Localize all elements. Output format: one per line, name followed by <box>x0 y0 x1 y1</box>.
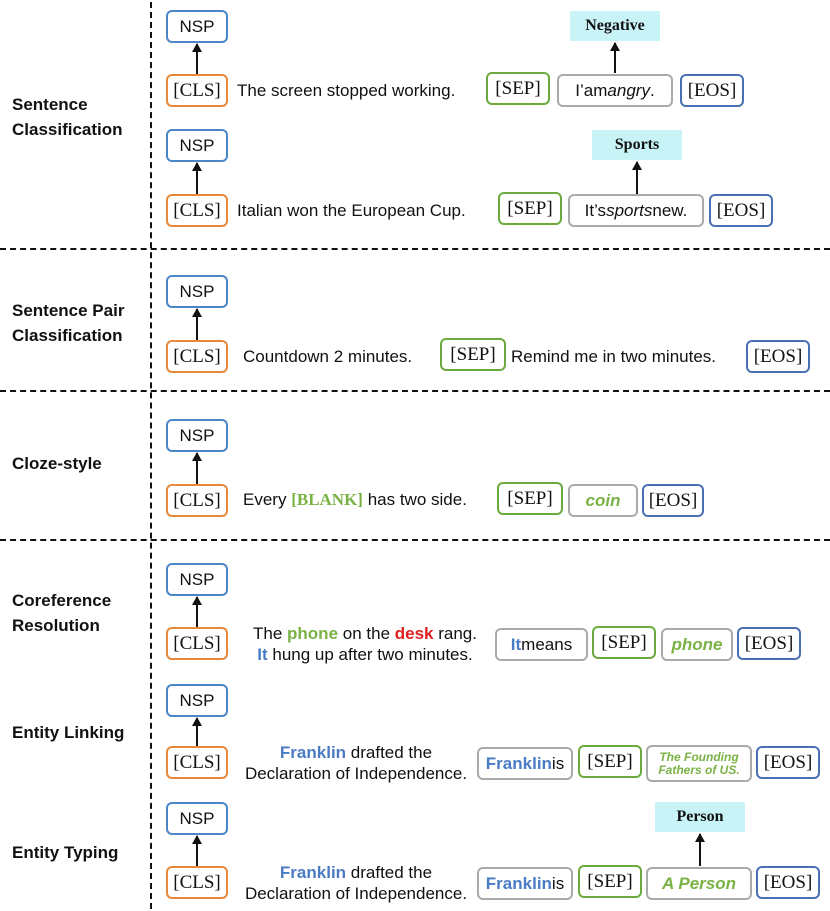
input-sentence: The phone on the desk rang. It hung up a… <box>253 624 477 664</box>
input-sentence: Franklin drafted the Declaration of Inde… <box>244 863 468 903</box>
prompt-box: Franklin is <box>477 747 573 780</box>
eos-token: [EOS] <box>756 866 820 899</box>
arrow-up <box>192 452 202 484</box>
sep-token: [SEP] <box>578 865 642 898</box>
label-word-box: Person <box>655 802 745 832</box>
label-word-box: Sports <box>592 130 682 160</box>
section-divider-2 <box>0 390 830 392</box>
answer-box: coin <box>568 484 638 517</box>
label-sentence-classification: Sentence Classification <box>12 95 123 139</box>
eos-token: [EOS] <box>709 194 773 227</box>
prompt-box: It means <box>495 628 588 661</box>
nsp-box: NSP <box>166 684 228 717</box>
prompt-box: It’s sports new. <box>568 194 704 227</box>
arrow-up <box>695 833 705 866</box>
sep-token: [SEP] <box>498 192 562 225</box>
cls-token: [CLS] <box>166 194 228 227</box>
answer-box: A Person <box>646 867 752 900</box>
eos-token: [EOS] <box>737 627 801 660</box>
cls-token: [CLS] <box>166 74 228 107</box>
answer-box: The Founding Fathers of US. <box>646 745 752 782</box>
input-sentence: Franklin drafted the Declaration of Inde… <box>244 743 468 783</box>
sep-token: [SEP] <box>486 72 550 105</box>
label-cloze: Cloze-style <box>12 454 102 473</box>
section-divider-3 <box>0 539 830 541</box>
input-sentence: Italian won the European Cup. <box>237 201 466 220</box>
sep-token: [SEP] <box>440 338 506 371</box>
vertical-divider <box>150 2 152 909</box>
nsp-box: NSP <box>166 563 228 596</box>
arrow-up <box>192 717 202 746</box>
cls-token: [CLS] <box>166 627 228 660</box>
label-entity-typing: Entity Typing <box>12 843 119 862</box>
nsp-box: NSP <box>166 129 228 162</box>
eos-token: [EOS] <box>642 484 704 517</box>
input-sentence: Every [BLANK] has two side. <box>243 490 467 509</box>
sep-token: [SEP] <box>497 482 563 515</box>
blank-token: [BLANK] <box>291 490 363 509</box>
nsp-box: NSP <box>166 275 228 308</box>
nsp-box: NSP <box>166 802 228 835</box>
sep-token: [SEP] <box>592 626 656 659</box>
arrow-up <box>610 42 620 73</box>
arrow-up <box>192 43 202 74</box>
nsp-box: NSP <box>166 10 228 43</box>
input-sentence-b: Remind me in two minutes. <box>511 347 717 366</box>
cls-token: [CLS] <box>166 484 228 517</box>
label-word-box: Negative <box>570 11 660 41</box>
sep-token: [SEP] <box>578 745 642 778</box>
eos-token: [EOS] <box>746 340 810 373</box>
arrow-up <box>192 596 202 627</box>
input-sentence: The screen stopped working. <box>237 81 456 100</box>
label-entity-linking: Entity Linking <box>12 723 125 742</box>
label-coreference: Coreference Resolution <box>12 591 112 635</box>
cls-token: [CLS] <box>166 866 228 899</box>
section-divider-1 <box>0 248 830 250</box>
nsp-box: NSP <box>166 419 228 452</box>
arrow-up <box>192 835 202 866</box>
arrow-up <box>192 162 202 194</box>
prompt-box: Franklin is <box>477 867 573 900</box>
arrow-up <box>192 308 202 340</box>
answer-box: phone <box>661 628 733 661</box>
eos-token: [EOS] <box>756 746 820 779</box>
arrow-up <box>632 161 642 194</box>
prompt-box: I’am angry. <box>557 74 673 107</box>
eos-token: [EOS] <box>680 74 744 107</box>
cls-token: [CLS] <box>166 340 228 373</box>
input-sentence-a: Countdown 2 minutes. <box>243 347 413 366</box>
cls-token: [CLS] <box>166 746 228 779</box>
label-sentence-pair: Sentence Pair Classification <box>12 301 125 345</box>
